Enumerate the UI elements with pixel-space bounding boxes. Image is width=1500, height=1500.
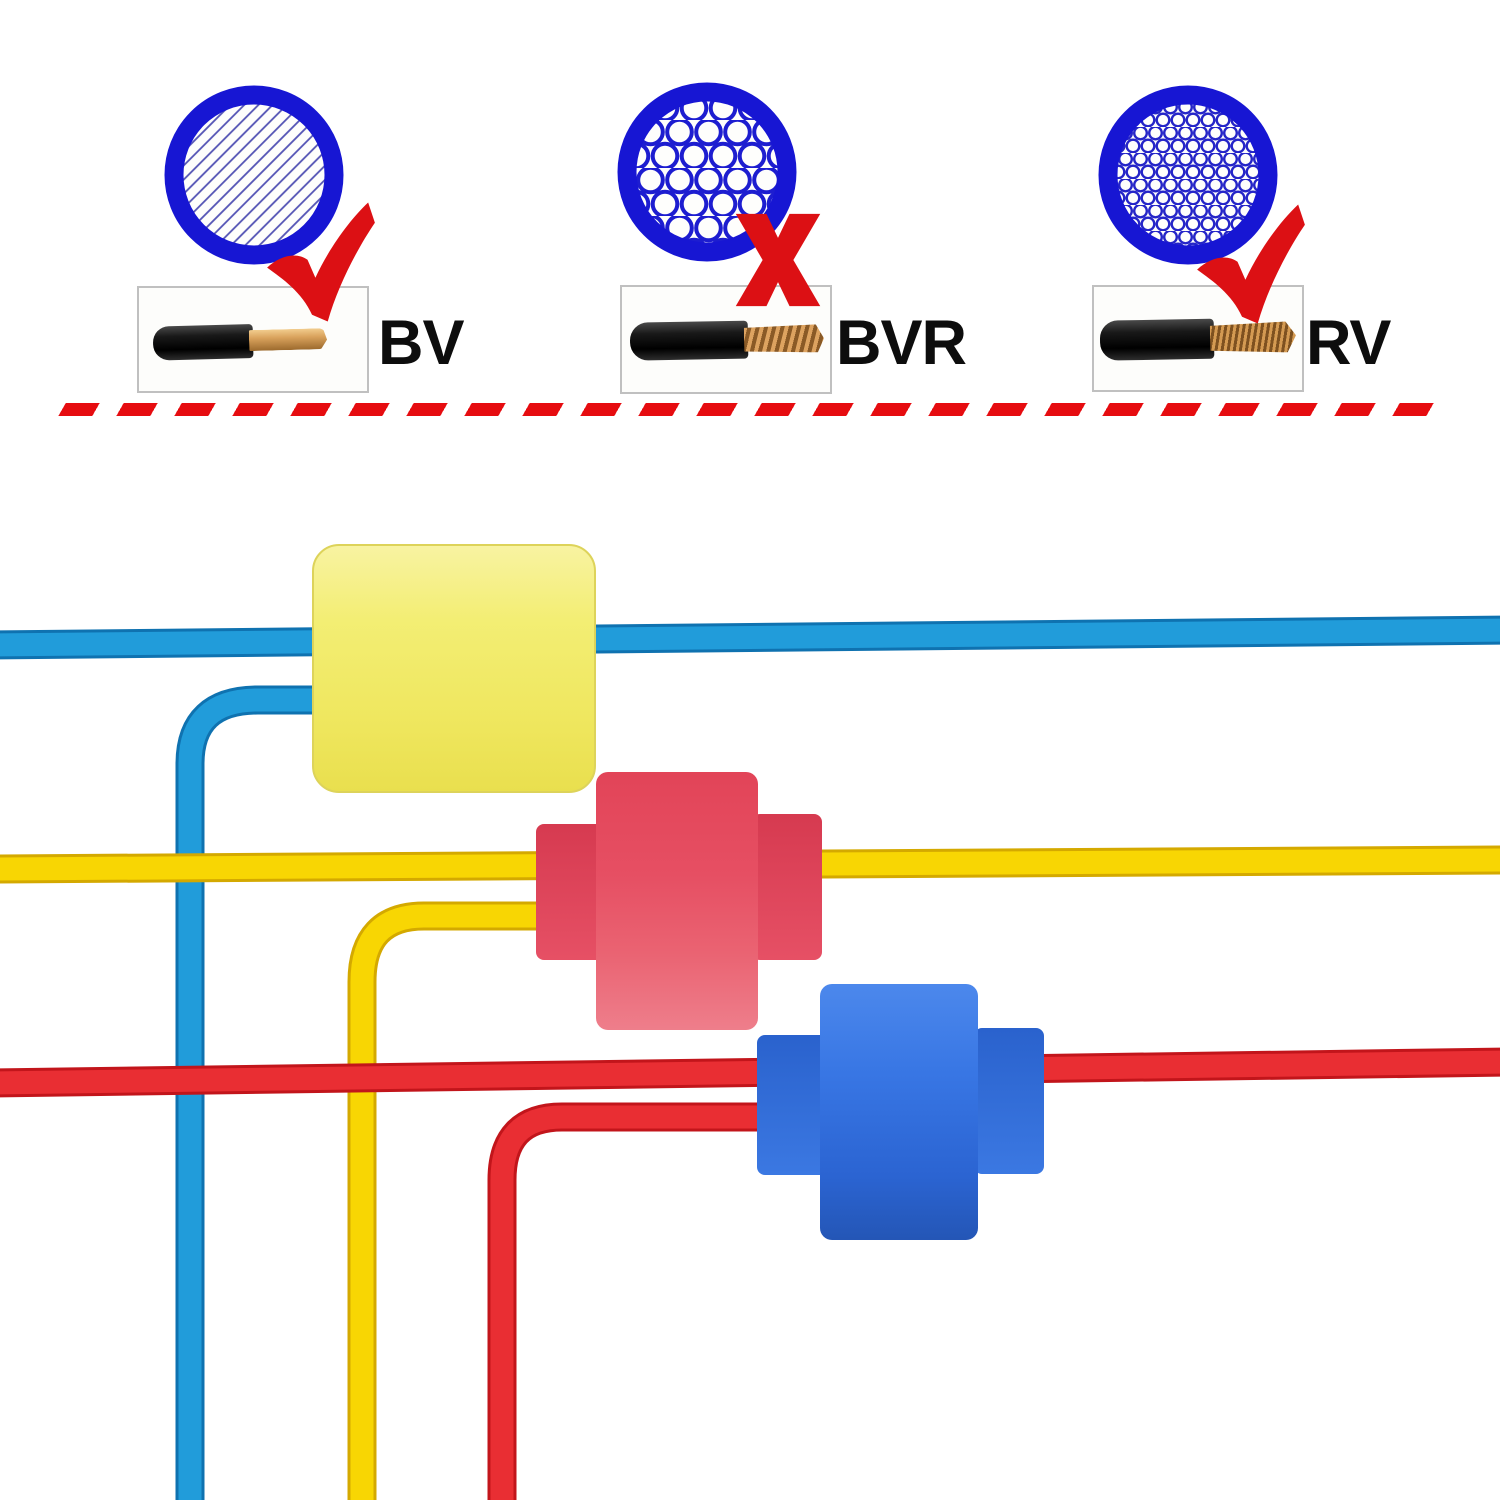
solid-wire-cross-section-icon (164, 85, 344, 265)
blue-main-wire (0, 615, 1500, 660)
red-branch-wire (487, 1102, 760, 1500)
wire-type-group-rv: RV (1060, 60, 1490, 405)
blue-connector (757, 984, 1044, 1240)
red-main-wire (0, 1047, 1500, 1098)
yellow-connector (312, 544, 596, 793)
wire-type-group-bv: BV (60, 60, 490, 405)
wire-type-label: BVR (836, 308, 967, 378)
wire-type-group-bvr: BVR (590, 60, 1020, 405)
stranded-wire-cross-section-icon (617, 82, 797, 262)
yellow-branch-wire (347, 901, 560, 1500)
red-connector (536, 772, 822, 1030)
fine-stranded-wire-cross-section-icon (1098, 85, 1278, 265)
wire-type-label: BV (378, 308, 465, 378)
rv-wire-photo (1092, 285, 1304, 392)
wire-type-label: RV (1306, 308, 1391, 378)
blue-branch-wire (175, 685, 420, 1500)
